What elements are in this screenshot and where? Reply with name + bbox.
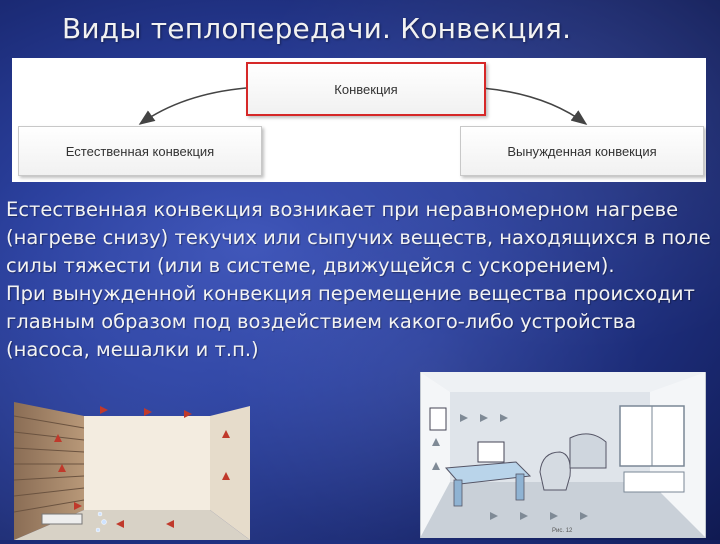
desk [444, 461, 532, 485]
forced-convection-paragraph: При вынужденной конвекция перемещение ве… [6, 282, 695, 361]
air-bubbles [95, 511, 107, 533]
ceiling [420, 372, 706, 392]
right-wall [210, 406, 250, 540]
convection-node: Конвекция [246, 62, 486, 116]
arrow-to-forced [481, 87, 588, 125]
convection-diagram: Конвекция Естественная конвекция Вынужде… [12, 58, 706, 182]
wall-stripes [13, 415, 85, 513]
forced-flow-arrows [432, 414, 588, 520]
left-wall [14, 402, 84, 540]
radiator [623, 471, 685, 493]
armchair [569, 433, 607, 469]
natural-convection-paragraph: Естественная конвекция возникает при нер… [6, 198, 711, 277]
slide-title: Виды теплопередачи. Конвекция. [62, 12, 572, 45]
back-wall [84, 416, 210, 510]
figure-caption: Рис. 12 [552, 528, 573, 534]
arrow-to-natural [138, 87, 247, 125]
floor [420, 482, 706, 538]
body-text: Естественная конвекция возникает при нер… [6, 196, 718, 364]
natural-convection-illustration [13, 402, 250, 540]
chair [539, 451, 571, 491]
heater [41, 513, 83, 525]
forced-convection-illustration: Рис. 12 [419, 371, 707, 539]
fan-unit [429, 407, 447, 431]
forced-convection-node: Вынужденная конвекция [460, 126, 704, 176]
monitor [477, 441, 505, 463]
natural-convection-node: Естественная конвекция [18, 126, 262, 176]
diagram-arrows [138, 87, 588, 125]
convection-arrows [54, 406, 230, 528]
